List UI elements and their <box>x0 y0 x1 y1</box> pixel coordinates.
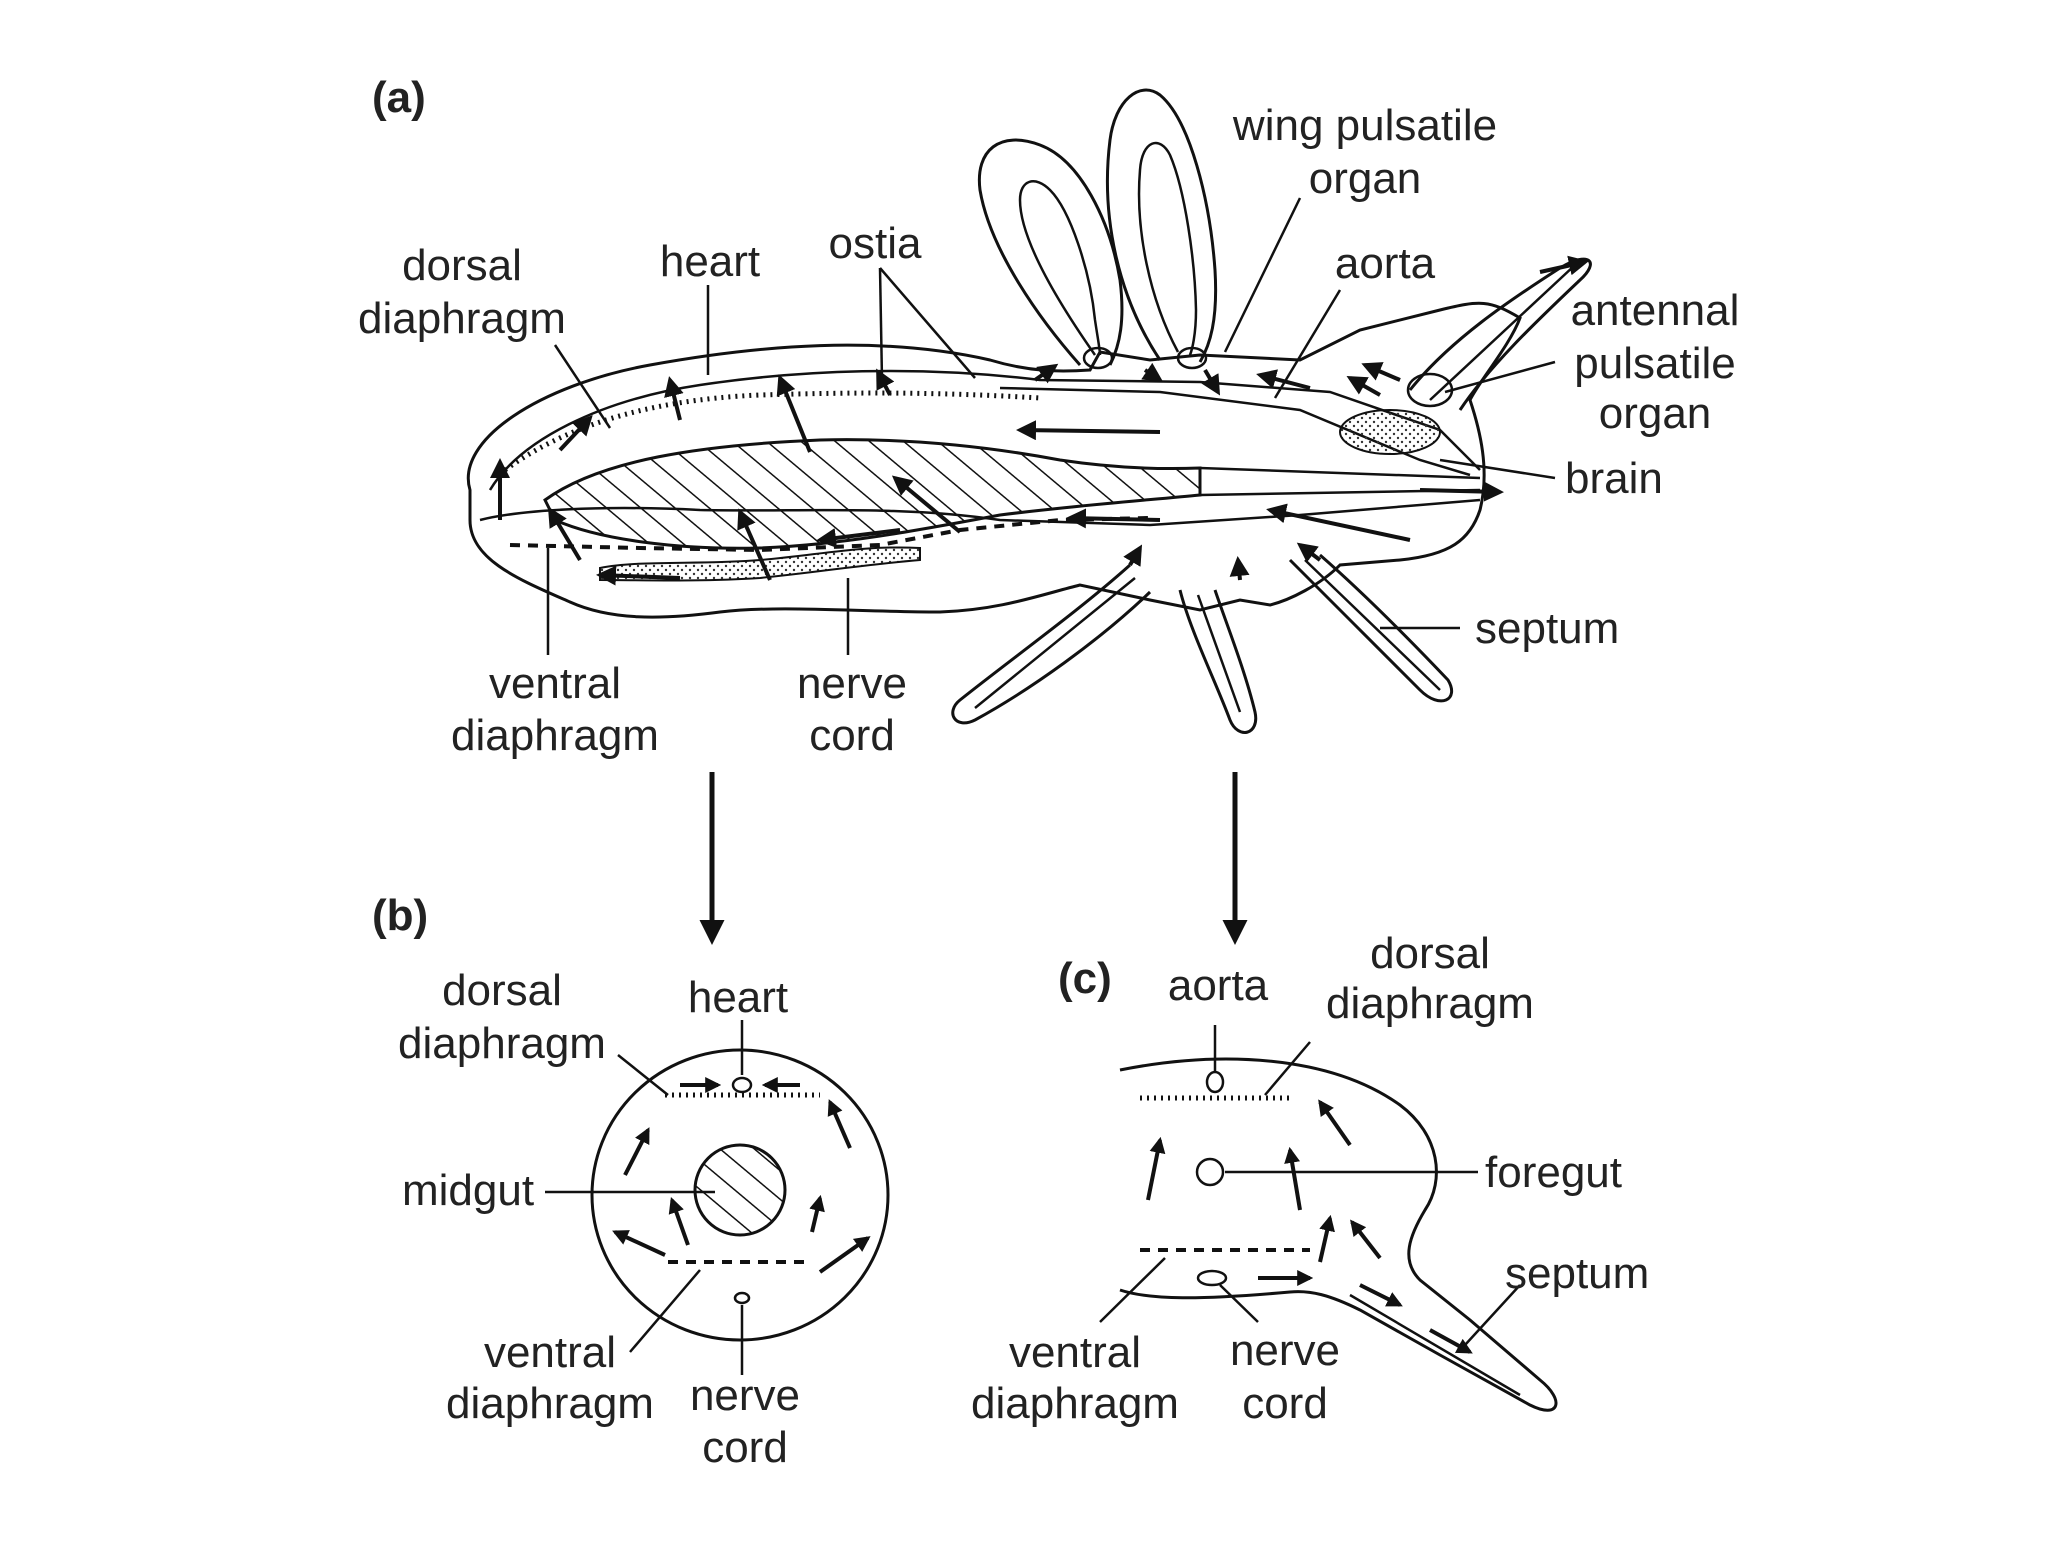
leg-1 <box>951 563 1152 725</box>
label-ventral-diaphragm-b-2: diaphragm <box>446 1379 654 1428</box>
label-ventral-diaphragm-a-2: diaphragm <box>451 711 659 760</box>
panel-c: (c) aorta dorsal diaphragm <box>971 929 1649 1428</box>
leg-3 <box>1288 553 1454 703</box>
nerve-cord-c <box>1196 1269 1228 1287</box>
panel-c-label: (c) <box>1058 954 1112 1003</box>
wing-right <box>1105 88 1218 363</box>
foregut-c <box>1195 1157 1225 1187</box>
leg-3-septum <box>1304 559 1441 691</box>
leg-2-septum <box>1196 594 1242 713</box>
cross-section-c <box>1119 1057 1558 1412</box>
nerve-cord-a <box>599 546 921 582</box>
nerve-cord-b <box>733 1291 751 1305</box>
heart-b <box>731 1076 753 1094</box>
label-foregut: foregut <box>1485 1148 1622 1197</box>
brain-a <box>1339 409 1441 455</box>
label-dorsal-diaphragm-c-2: diaphragm <box>1326 979 1534 1028</box>
label-antennal-3: organ <box>1599 389 1712 438</box>
label-nerve-cord-c-2: cord <box>1242 1379 1328 1428</box>
body-outline <box>466 301 1522 619</box>
leaders-b <box>545 1020 744 1375</box>
foregut-tube <box>1199 466 1481 480</box>
wing-pulsatile-organ-left <box>1082 346 1114 370</box>
label-wing-pulsatile-1: wing pulsatile <box>1232 101 1497 150</box>
label-dorsal-diaphragm-c-1: dorsal <box>1370 929 1490 978</box>
panel-b-label: (b) <box>372 891 428 940</box>
label-dorsal-diaphragm-b-2: diaphragm <box>398 1019 606 1068</box>
leg-1-septum <box>974 577 1136 709</box>
label-brain: brain <box>1565 454 1663 503</box>
label-septum-c: septum <box>1505 1249 1649 1298</box>
aorta-vessel <box>999 386 1471 477</box>
panel-b: (b) dorsal diaphragm heart midgut v <box>372 891 890 1472</box>
label-midgut: midgut <box>402 1166 534 1215</box>
wing-right-vein <box>1137 141 1198 356</box>
panel-a-label: (a) <box>372 73 426 122</box>
label-nerve-cord-b-1: nerve <box>690 1371 800 1420</box>
label-wing-pulsatile-2: organ <box>1309 154 1422 203</box>
label-nerve-cord-b-2: cord <box>702 1423 788 1472</box>
label-heart-b: heart <box>688 973 788 1022</box>
flow-arrows-b <box>612 1077 871 1274</box>
label-aorta-a: aorta <box>1335 239 1436 288</box>
label-aorta-c: aorta <box>1168 961 1269 1010</box>
wing-left-vein <box>1018 180 1102 356</box>
label-dorsal-diaphragm-a-1: dorsal <box>402 241 522 290</box>
leg-2 <box>1178 589 1258 734</box>
wing-pulsatile-organ-right <box>1176 346 1208 370</box>
label-dorsal-diaphragm-a-2: diaphragm <box>358 294 566 343</box>
aorta-c <box>1205 1070 1225 1094</box>
label-heart-a: heart <box>660 237 760 286</box>
flow-arrows-a <box>490 255 1589 586</box>
flow-arrows-c <box>1146 1099 1473 1354</box>
panel-a: (a) <box>358 73 1739 760</box>
label-dorsal-diaphragm-b-1: dorsal <box>442 966 562 1015</box>
label-ventral-diaphragm-c-2: diaphragm <box>971 1379 1179 1428</box>
label-antennal-1: antennal <box>1571 286 1740 335</box>
leaders-a <box>546 197 1556 655</box>
label-ventral-diaphragm-a-1: ventral <box>489 659 621 708</box>
leaders-c <box>1099 1025 1521 1346</box>
label-ostia: ostia <box>829 219 922 268</box>
wing-left <box>977 138 1124 366</box>
septum-c-line <box>1349 1293 1521 1397</box>
label-nerve-cord-a-1: nerve <box>797 659 907 708</box>
midgut-b <box>693 1143 787 1237</box>
label-septum-a: septum <box>1475 604 1619 653</box>
label-ventral-diaphragm-c-1: ventral <box>1009 1328 1141 1377</box>
label-ventral-diaphragm-b-1: ventral <box>484 1328 616 1377</box>
antennal-pulsatile-organ-body <box>1406 372 1454 408</box>
ventral-diaphragm-line <box>509 516 1151 553</box>
cross-section-b <box>590 1048 890 1342</box>
antenna-vessel <box>1429 264 1576 401</box>
label-antennal-2: pulsatile <box>1574 339 1735 388</box>
dorsal-body-wall <box>488 369 1481 491</box>
label-nerve-cord-a-2: cord <box>809 711 895 760</box>
label-nerve-cord-c-1: nerve <box>1230 1326 1340 1375</box>
